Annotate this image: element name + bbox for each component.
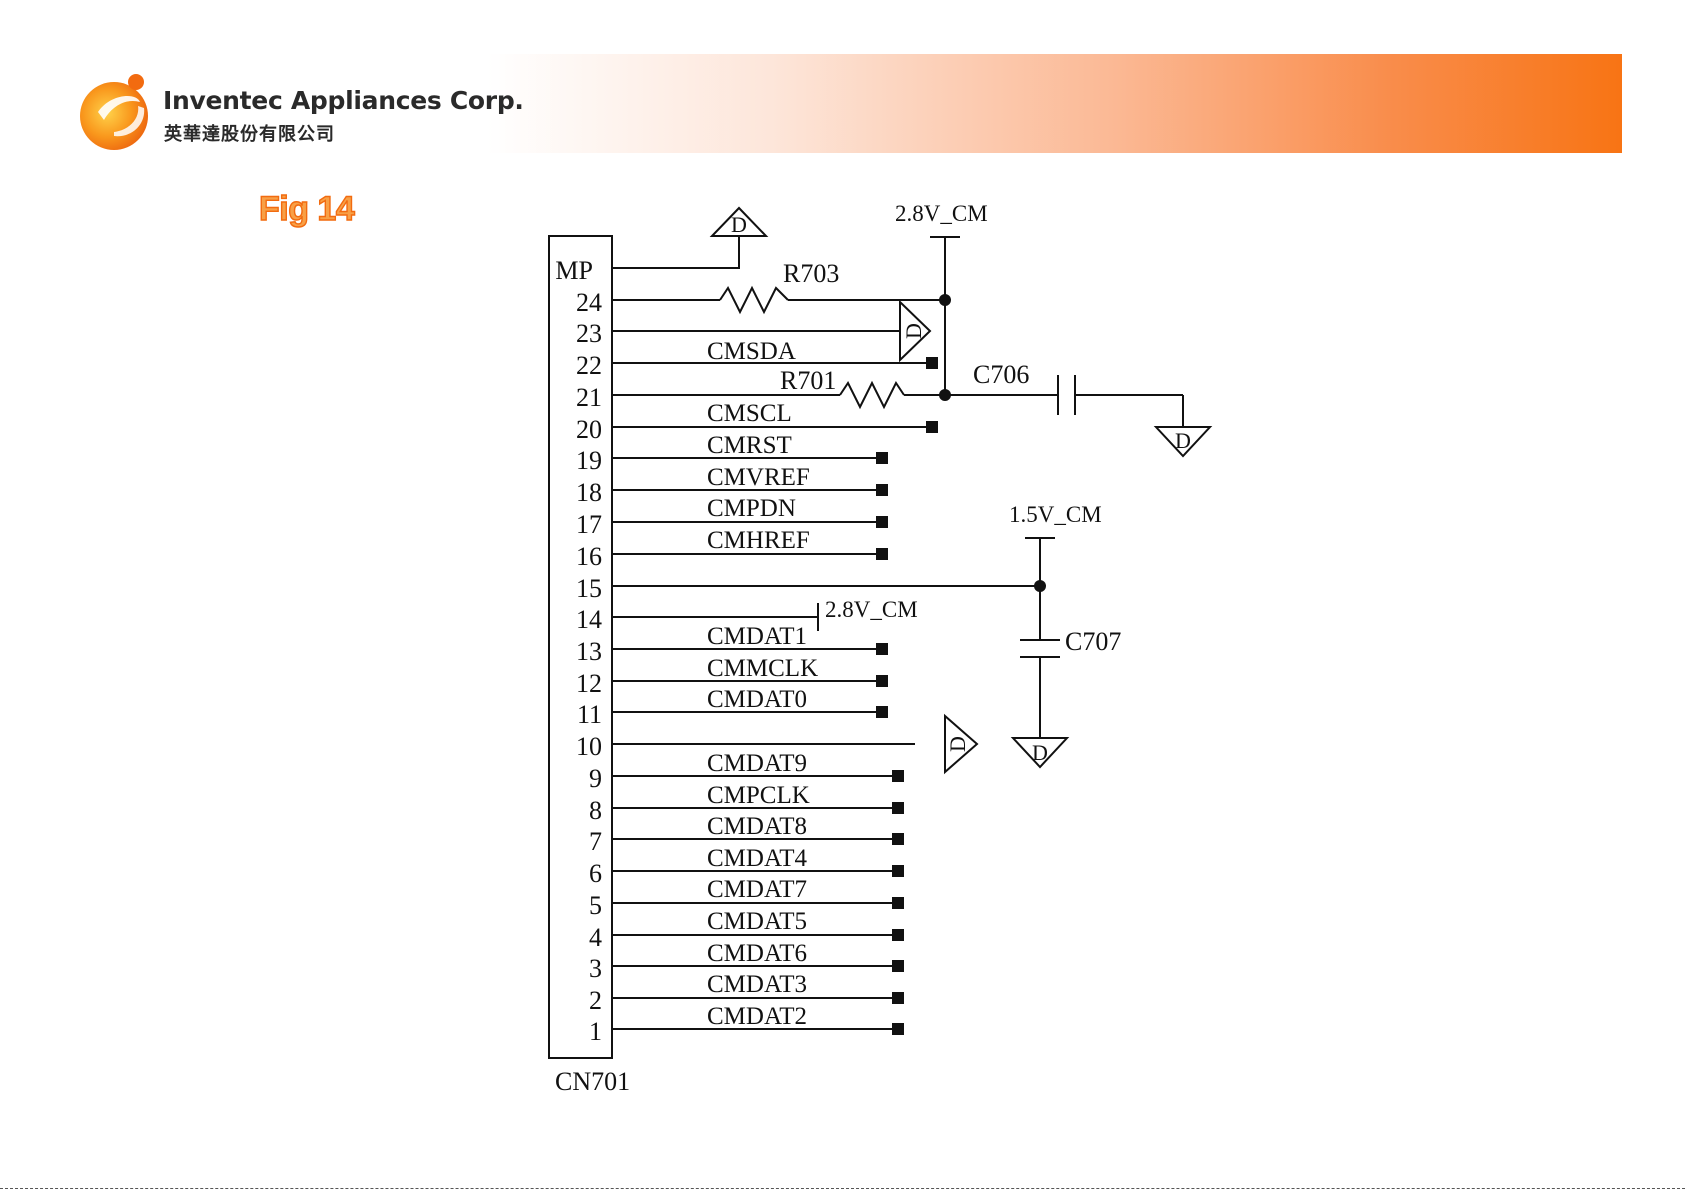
pin-label: 17: [576, 510, 602, 539]
ground-label: D: [1175, 428, 1191, 453]
pin-label: 22: [576, 351, 602, 380]
pin-label: 7: [589, 827, 602, 856]
ground-label: D: [945, 736, 970, 752]
pin-label: 20: [576, 415, 602, 444]
pin-label: 12: [576, 669, 602, 698]
net-label: CMDAT0: [707, 686, 807, 713]
net-label: CMVREF: [707, 464, 810, 491]
net-label: CMHREF: [707, 527, 810, 554]
net-label: CMDAT9: [707, 750, 807, 777]
power-rail-label: 1.5V_CM: [1009, 502, 1102, 527]
pin-label: 15: [576, 574, 602, 603]
pin-label: 21: [576, 383, 602, 412]
pin-label: 16: [576, 542, 602, 571]
net-label: CMPDN: [707, 495, 796, 522]
pin-label: 11: [577, 700, 602, 729]
capacitor-ref: C707: [1065, 627, 1121, 656]
capacitor-ref: C706: [973, 360, 1029, 389]
pin-label: 13: [576, 637, 602, 666]
pin-label: 24: [576, 288, 602, 317]
net-label: CMDAT2: [707, 1003, 807, 1030]
net-label: CMSCL: [707, 400, 792, 427]
pin-label: 14: [576, 605, 602, 634]
net-label: CMDAT6: [707, 940, 807, 967]
pin-label: 19: [576, 446, 602, 475]
pin-label: 1: [589, 1017, 602, 1046]
net-label: CMDAT5: [707, 908, 807, 935]
footer-rule: [0, 1188, 1685, 1189]
net-label: CMDAT4: [707, 845, 808, 872]
net-label: CMDAT1: [707, 623, 807, 650]
pin-label: 23: [576, 319, 602, 348]
pin-label: MP: [555, 256, 593, 285]
resistor-r703: [720, 288, 788, 312]
pin-label: 9: [589, 764, 602, 793]
net-label: CMMCLK: [707, 655, 818, 682]
net-label: CMDAT3: [707, 971, 807, 998]
net-label: CMDAT7: [707, 876, 807, 903]
resistor-r701: [840, 383, 904, 407]
pin-label: 10: [576, 732, 602, 761]
resistor-ref: R703: [783, 259, 839, 288]
connector-ref: CN701: [555, 1067, 630, 1096]
pin-label: 2: [589, 986, 602, 1015]
net-label: CMDAT8: [707, 813, 807, 840]
pin-label: 5: [589, 891, 602, 920]
ground-label: D: [1032, 740, 1048, 765]
resistor-ref: R701: [780, 366, 836, 395]
pin-label: 4: [589, 923, 602, 952]
net-label: CMSDA: [707, 338, 796, 365]
pin-label: 18: [576, 478, 602, 507]
net-label: CMPCLK: [707, 782, 810, 809]
power-rail-label: 2.8V_CM: [895, 201, 988, 226]
net-label: CMRST: [707, 432, 792, 459]
pin-label: 8: [589, 796, 602, 825]
ground-label: D: [731, 212, 747, 237]
power-rail-label: 2.8V_CM: [825, 597, 918, 622]
pin-label: 6: [589, 859, 602, 888]
ground-label: D: [901, 323, 926, 339]
pin-label: 3: [589, 954, 602, 983]
